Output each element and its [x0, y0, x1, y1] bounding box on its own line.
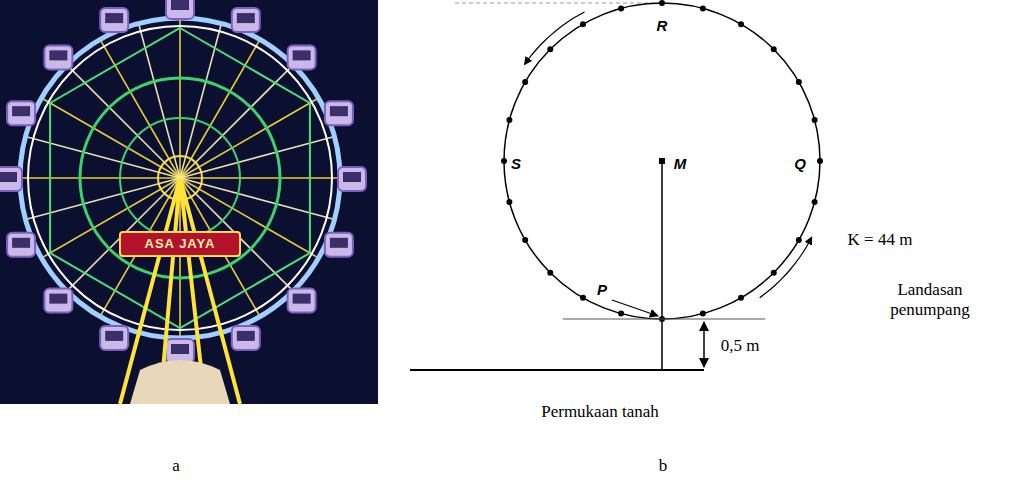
spoke — [180, 98, 319, 178]
seat-dot — [506, 199, 512, 205]
seat-dot — [738, 21, 744, 27]
spoke — [180, 23, 221, 178]
spoke — [180, 178, 335, 219]
gondola — [44, 289, 72, 313]
seat-dot — [796, 79, 802, 85]
sign-text: ASA JAYA — [145, 237, 216, 252]
leader-line — [612, 300, 658, 316]
ticket-booth — [130, 360, 230, 404]
point-label: R — [657, 17, 668, 34]
spoke — [180, 177, 340, 179]
dashed-top-line — [455, 3, 662, 4]
spoke — [25, 178, 180, 219]
seat-dot — [738, 295, 744, 301]
ferris-wheel-diagram — [410, 0, 823, 370]
seat-dot — [580, 21, 586, 27]
seat-dot — [506, 117, 512, 123]
height-arrow — [703, 322, 705, 367]
seat-dot — [522, 237, 528, 243]
sign-board — [120, 232, 240, 256]
dimension-label: K = 44 m — [848, 230, 913, 250]
seat-dot — [700, 311, 706, 317]
seat-dot — [796, 237, 802, 243]
gondola — [338, 167, 366, 191]
figure-label: a — [172, 456, 180, 476]
gondola — [232, 326, 260, 350]
spoke — [20, 177, 180, 179]
rotation-arrow — [524, 12, 584, 65]
gondola — [232, 8, 260, 32]
gondola — [325, 233, 353, 257]
photo-ground — [0, 0, 378, 404]
wheel-stand — [120, 178, 240, 404]
gondola — [325, 101, 353, 125]
gondola — [288, 45, 316, 69]
dimension-label: 0,5 m — [721, 336, 760, 356]
pole — [661, 161, 663, 370]
spoke — [180, 137, 335, 178]
seat-dot — [580, 295, 586, 301]
gondola — [166, 0, 194, 19]
note-label: Permukaan tanah — [541, 402, 659, 422]
gondola — [100, 326, 128, 350]
spoke — [180, 39, 260, 178]
spoke — [41, 98, 180, 178]
seat-dot — [659, 0, 665, 6]
seat-dot — [547, 270, 553, 276]
gondola — [7, 101, 35, 125]
gondola — [100, 8, 128, 32]
seat-dot — [547, 46, 553, 52]
gondola — [7, 233, 35, 257]
seat-dot — [817, 158, 823, 164]
point-label: S — [511, 155, 521, 172]
note-label: Landasan penumpang — [885, 280, 975, 319]
gondola — [166, 339, 194, 363]
rotation-arrow — [760, 237, 812, 298]
spoke — [25, 137, 180, 178]
ground-line — [410, 369, 704, 371]
gondola — [288, 289, 316, 313]
seat-dot — [812, 199, 818, 205]
figure-label: b — [659, 456, 668, 476]
seat-dot — [618, 5, 624, 11]
point-label: M — [674, 155, 687, 172]
seat-dot — [812, 117, 818, 123]
gondola — [44, 45, 72, 69]
seat-dot — [501, 158, 507, 164]
platform-line — [563, 319, 765, 320]
spoke — [139, 23, 180, 178]
spoke — [100, 39, 180, 178]
seat-dot — [700, 5, 706, 11]
ferris-wheel-photo — [0, 0, 378, 404]
point-label: P — [597, 281, 607, 298]
point-label: Q — [794, 155, 806, 172]
seat-dot — [522, 79, 528, 85]
seat-dot — [618, 311, 624, 317]
seat-dot — [771, 46, 777, 52]
gondola — [0, 167, 22, 191]
seat-dot — [771, 270, 777, 276]
spoke — [179, 18, 181, 178]
